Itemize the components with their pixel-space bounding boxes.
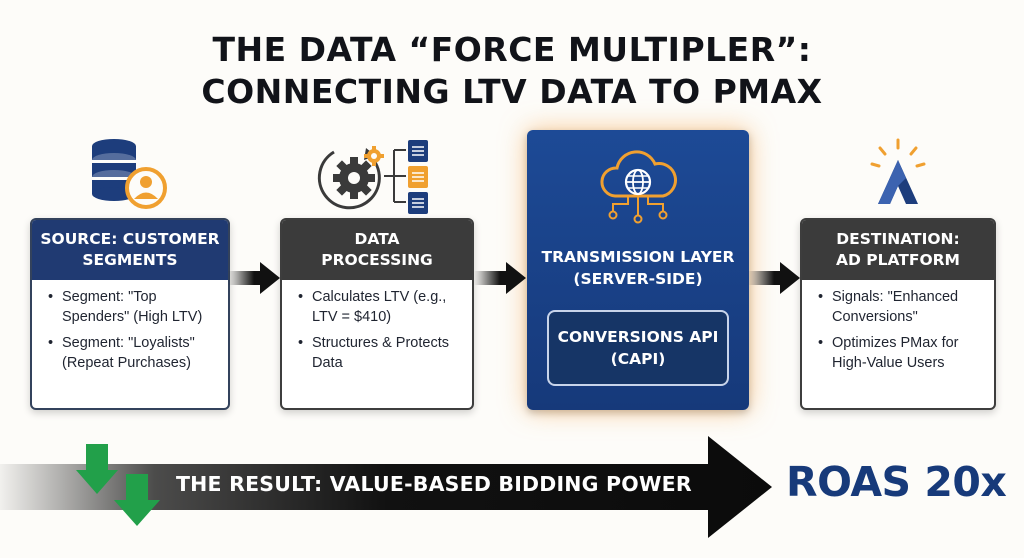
source-bullet-1: Segment: "Top Spenders" (High LTV) <box>46 288 218 327</box>
destination-header-line-1: DESTINATION: <box>836 230 960 248</box>
ad-platform-logo-icon <box>870 138 926 204</box>
destination-header-line-2: AD PLATFORM <box>836 251 960 269</box>
transmission-title-line-2: (SERVER-SIDE) <box>573 270 703 288</box>
destination-ad-platform-card: DESTINATION: AD PLATFORM Signals: "Enhan… <box>800 218 996 410</box>
processing-bullet-1: Calculates LTV (e.g., LTV = $410) <box>296 288 462 327</box>
down-arrows-icon <box>76 444 160 526</box>
database-customer-icon <box>92 139 167 209</box>
transmission-title-line-1: TRANSMISSION LAYER <box>541 248 735 266</box>
data-processing-card: DATA PROCESSING Calculates LTV (e.g., LT… <box>280 218 474 410</box>
cloud-network-icon <box>600 150 677 224</box>
connector-arrow-2 <box>474 262 526 294</box>
processing-header-line-2: PROCESSING <box>321 251 433 269</box>
connector-arrow-3 <box>748 262 800 294</box>
processing-header-line-1: DATA <box>354 230 400 248</box>
conversions-api-box: CONVERSIONS API (CAPI) <box>547 310 729 386</box>
page-title-line-1: THE DATA “FORCE MULTIPLER”: <box>212 30 812 69</box>
connector-arrow-1 <box>228 262 280 294</box>
destination-card-header: DESTINATION: AD PLATFORM <box>802 220 994 280</box>
result-arrow-band <box>0 436 772 538</box>
destination-bullet-list: Signals: "Enhanced Conversions" Optimize… <box>816 288 984 373</box>
source-customer-segments-card: SOURCE: CUSTOMER SEGMENTS Segment: "Top … <box>30 218 230 410</box>
gears-documents-icon <box>317 140 428 214</box>
result-label: THE RESULT: VALUE-BASED BIDDING POWER <box>176 472 692 496</box>
page-title-line-2: CONNECTING LTV DATA TO PMAX <box>201 72 823 111</box>
processing-bullet-list: Calculates LTV (e.g., LTV = $410) Struct… <box>296 288 462 373</box>
source-header-line-2: SEGMENTS <box>82 251 178 269</box>
source-header-line-1: SOURCE: CUSTOMER <box>40 230 220 248</box>
capi-line-2: (CAPI) <box>610 350 666 368</box>
capi-line-1: CONVERSIONS API <box>557 328 719 346</box>
roas-metric: ROAS 20x <box>786 458 1007 506</box>
destination-bullet-2: Optimizes PMax for High-Value Users <box>816 334 984 373</box>
source-bullet-2: Segment: "Loyalists" (Repeat Purchases) <box>46 334 218 373</box>
source-bullet-list: Segment: "Top Spenders" (High LTV) Segme… <box>46 288 218 373</box>
transmission-layer-title: TRANSMISSION LAYER (SERVER-SIDE) <box>527 246 749 290</box>
source-card-header: SOURCE: CUSTOMER SEGMENTS <box>32 220 228 280</box>
processing-bullet-2: Structures & Protects Data <box>296 334 462 373</box>
destination-bullet-1: Signals: "Enhanced Conversions" <box>816 288 984 327</box>
transmission-layer-panel: TRANSMISSION LAYER (SERVER-SIDE) CONVERS… <box>527 130 749 410</box>
processing-card-header: DATA PROCESSING <box>282 220 472 280</box>
